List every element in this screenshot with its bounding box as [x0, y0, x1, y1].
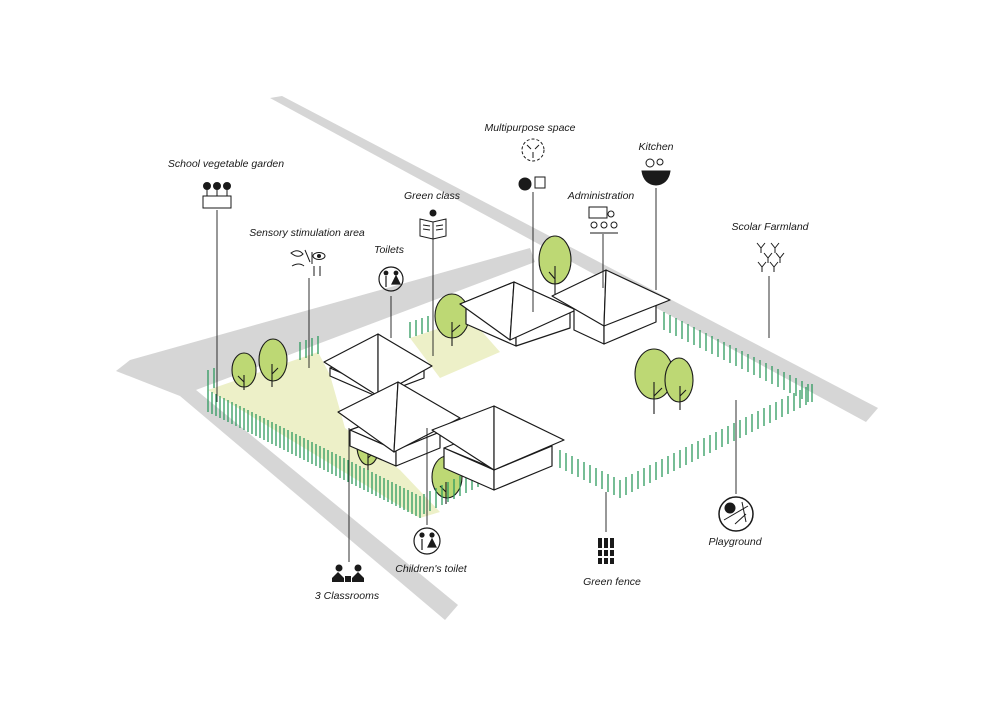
building-classroom-1	[337, 381, 461, 467]
label-scolar-farmland: Scolar Farmland	[731, 221, 809, 233]
tree	[538, 235, 572, 294]
fence-left	[207, 390, 421, 518]
label-school-garden: School vegetable garden	[167, 158, 285, 170]
label-classrooms: 3 Classrooms	[314, 590, 380, 602]
fence-green-class	[409, 316, 429, 338]
childrens-toilet-icon	[413, 527, 441, 555]
label-green-fence: Green fence	[583, 576, 641, 588]
bamboo-fence-icon	[598, 538, 614, 564]
multipurpose-icon	[518, 138, 546, 191]
open-book-icon	[419, 209, 447, 240]
tree	[664, 357, 694, 410]
building-classroom-2	[431, 405, 565, 491]
road-cross	[116, 248, 535, 396]
label-playground: Playground	[708, 536, 762, 548]
fence-right-back	[663, 312, 809, 402]
green-fences	[207, 312, 813, 518]
sprouts-icon	[756, 242, 785, 272]
fence-left-back	[207, 336, 319, 390]
toilet-people-icon	[378, 266, 404, 292]
senses-icon	[290, 249, 326, 276]
building-multipurpose	[459, 281, 577, 347]
label-administration: Administration	[567, 190, 635, 202]
label-sensory: Sensory stimulation area	[249, 227, 365, 239]
label-multipurpose: Multipurpose space	[484, 122, 576, 134]
yards	[208, 318, 500, 518]
flower-planter-icon	[202, 182, 232, 209]
roads	[116, 96, 878, 620]
fence-right-front	[559, 384, 813, 498]
front-yard	[208, 352, 440, 518]
buildings	[323, 269, 671, 491]
tree	[231, 352, 257, 390]
children-playing-icon	[332, 564, 364, 582]
presentation-board-icon	[588, 206, 618, 234]
label-toilets: Toilets	[374, 244, 404, 256]
kitchen-bowl-icon	[641, 158, 671, 186]
playground-icon	[718, 496, 754, 532]
leader-lines	[216, 188, 770, 562]
label-childrens-toilet: Children's toilet	[395, 563, 467, 575]
label-green-class: Green class	[403, 190, 461, 202]
building-administration	[551, 269, 671, 345]
road-main	[270, 96, 878, 422]
green-class-yard	[410, 318, 500, 378]
road-branch	[180, 385, 458, 620]
label-kitchen: Kitchen	[638, 141, 674, 153]
tree	[258, 338, 288, 387]
